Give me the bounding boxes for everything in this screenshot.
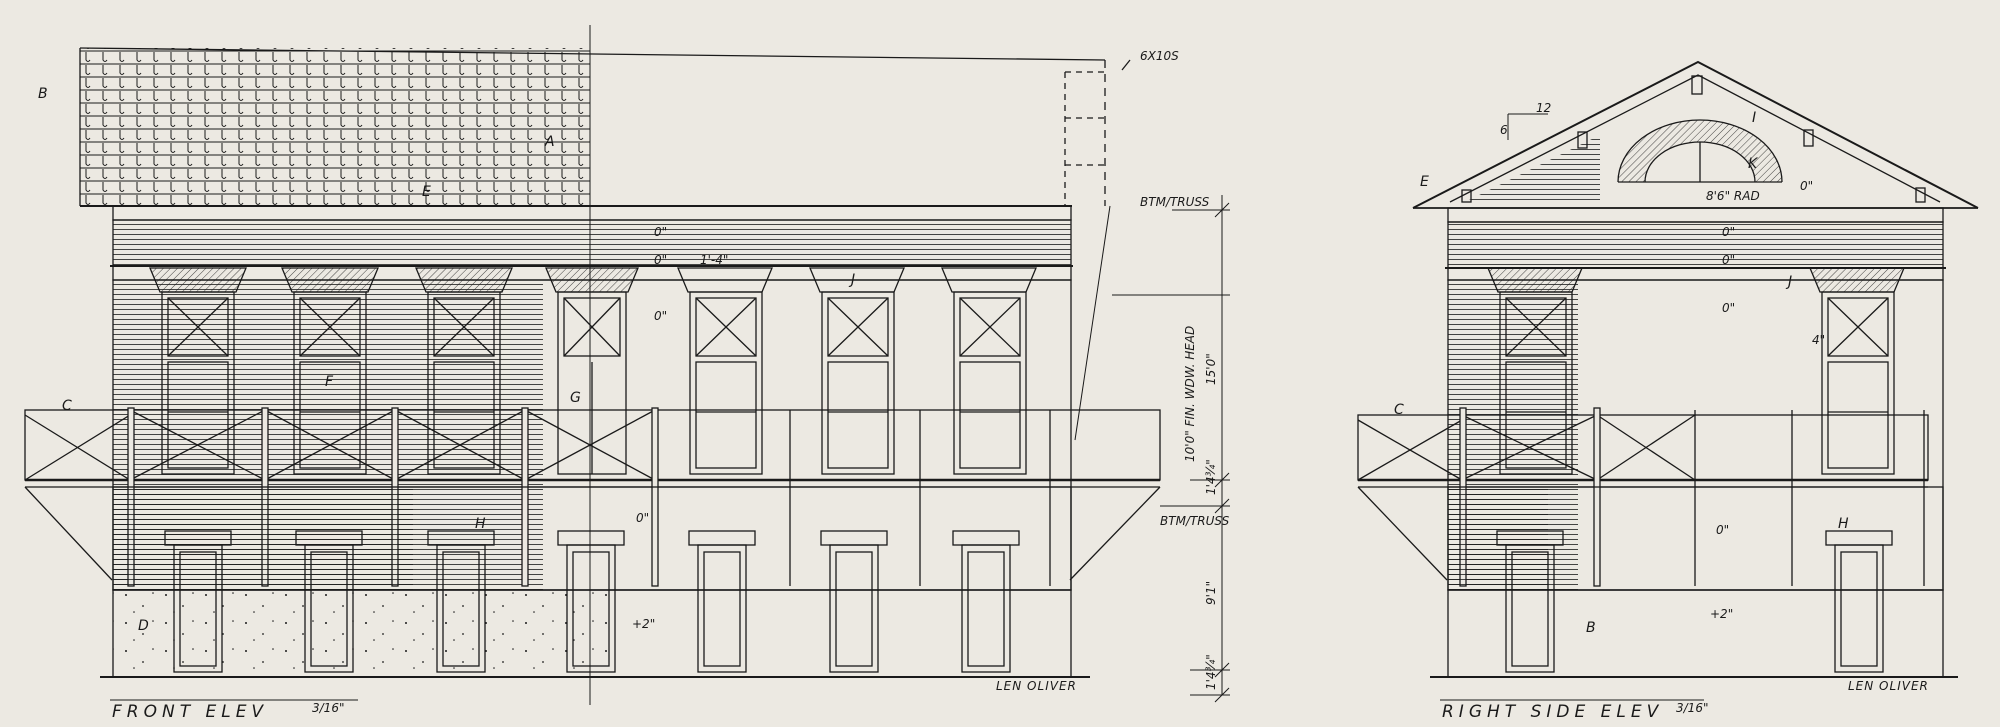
front-small-lower-dim: 1'4¾" [1204, 654, 1218, 690]
front-lower-dim: 9'1" [1204, 581, 1218, 605]
front-door [164, 530, 232, 673]
right-side-elevation [1357, 60, 1979, 678]
side-label-i: I [1752, 110, 1756, 126]
side-window [1809, 267, 1905, 475]
front-dim4-note: 1'-4" [700, 253, 728, 267]
front-window [281, 267, 379, 475]
front-door [820, 530, 888, 673]
side-window [1487, 267, 1583, 475]
side-label-k: K [1748, 156, 1759, 172]
side-band3-note: 0" [1722, 301, 1735, 315]
front-label-d: D [138, 618, 149, 634]
front-window [415, 267, 513, 475]
side-door [1825, 530, 1893, 673]
side-band1-note: 0" [1722, 225, 1735, 239]
front-upper-dim: 15'0" [1204, 353, 1218, 385]
front-door [427, 530, 495, 673]
side-pediment-inner [1449, 74, 1941, 203]
side-plinth [1447, 589, 1944, 678]
front-window [809, 267, 905, 475]
side-gable-note: 0" [1800, 179, 1813, 193]
front-upper-windows [149, 267, 1037, 475]
front-window [149, 267, 247, 475]
front-dimension-string [1074, 195, 1230, 703]
front-lower-doors [164, 530, 1020, 673]
side-title: RIGHT SIDE ELEV [1442, 702, 1663, 722]
side-radius-note: 8'6" RAD [1706, 189, 1760, 203]
side-pediment-outer [1412, 60, 1979, 209]
side-balcony [1357, 407, 1929, 587]
side-dim4-note: 4" [1812, 333, 1825, 347]
side-frieze [1447, 221, 1944, 269]
front-small-upper-dim: 1'4¾" [1204, 459, 1218, 495]
side-label-h: H [1838, 516, 1849, 532]
front-signature: LEN OLIVER [996, 679, 1077, 693]
front-label-a: A [544, 134, 555, 150]
front-title: FRONT ELEV [112, 702, 268, 722]
front-elevation-labels: A B C D E F G H J 6X10S 0" 0" 0" 1'-4" +… [38, 49, 1230, 722]
side-elevation-labels: E I K C J H B 12 6 8'6" RAD 0" 0" 0" 0" … [1394, 101, 1929, 722]
front-label-j: J [848, 272, 855, 288]
side-door [1496, 530, 1564, 673]
front-plinth-note: +2" [632, 617, 655, 631]
front-roof-tiles [80, 48, 590, 206]
front-window [677, 267, 773, 475]
front-frieze [112, 219, 1072, 267]
front-elevation [24, 25, 1230, 705]
side-wall-note: 0" [1716, 523, 1729, 537]
front-window [941, 267, 1037, 475]
front-door-upper [545, 267, 639, 475]
front-door [688, 530, 756, 673]
front-door [557, 530, 625, 673]
front-band2-note: 0" [654, 253, 667, 267]
front-btm-truss-top: BTM/TRUSS [1140, 195, 1210, 209]
front-label-e: E [422, 184, 431, 200]
front-window-head-dim: 10'0" FIN. WDW. HEAD [1183, 326, 1197, 462]
side-label-b: B [1586, 620, 1596, 636]
front-band1-note: 0" [654, 225, 667, 239]
front-label-h: H [475, 516, 486, 532]
side-label-j: J [1785, 274, 1792, 290]
side-label-c: C [1394, 402, 1404, 418]
side-label-e: E [1420, 174, 1429, 190]
front-door [952, 530, 1020, 673]
side-signature: LEN OLIVER [1848, 679, 1929, 693]
front-roof-ridge [79, 47, 1106, 61]
side-plinth-note: +2" [1710, 607, 1733, 621]
front-wall-note: 0" [636, 511, 649, 525]
front-label-f: F [325, 374, 334, 390]
side-pitch-run: 12 [1536, 101, 1551, 115]
front-btm-truss-low: BTM/TRUSS [1160, 514, 1230, 528]
side-band2-note: 0" [1722, 253, 1735, 267]
front-label-c: C [62, 398, 72, 414]
front-scale: 3/16" [312, 701, 344, 715]
front-header-note: 6X10S [1140, 49, 1179, 63]
front-label-g: G [570, 390, 581, 406]
side-scale: 3/16" [1676, 701, 1708, 715]
side-pitch-rise: 6 [1500, 123, 1508, 137]
front-label-b: B [38, 86, 48, 102]
front-door [295, 530, 363, 673]
front-band3-note: 0" [654, 309, 667, 323]
